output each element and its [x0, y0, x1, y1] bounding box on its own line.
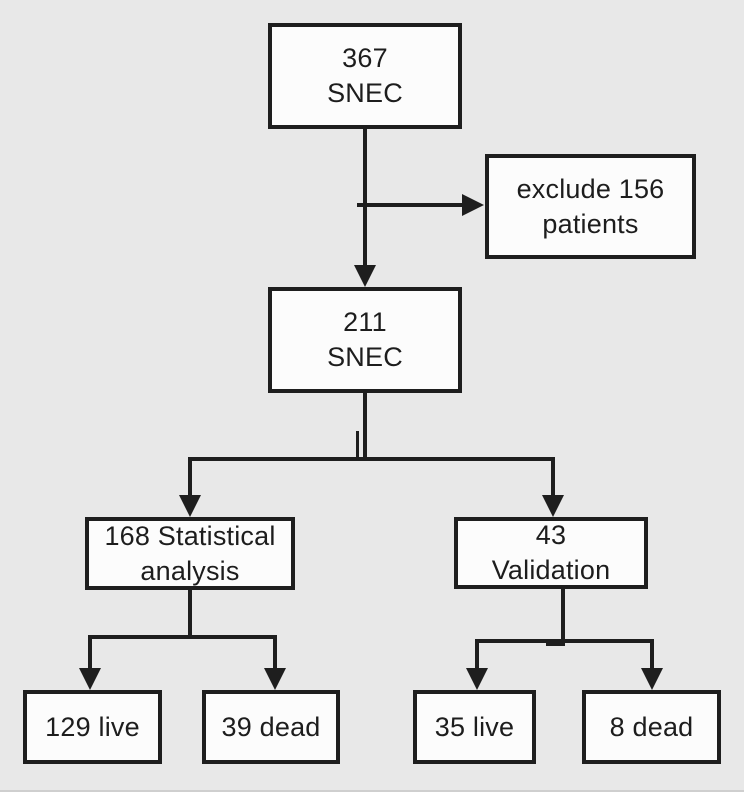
- arrowhead-down-statistical-dead: [264, 668, 286, 690]
- arrowhead-down-validation-dead: [641, 668, 663, 690]
- connector-drop-statistical-dead: [273, 635, 277, 668]
- node-statistical-line1: 168 Statistical: [104, 520, 276, 551]
- connector-statistical-stem: [188, 590, 192, 639]
- node-total-snec-count: 367: [342, 43, 388, 73]
- node-included-snec-label: SNEC: [327, 342, 403, 372]
- node-statistical-dead-label: 39 dead: [221, 711, 321, 742]
- node-validation-live: 35 live: [413, 690, 536, 764]
- node-statistical-live-label: 129 live: [45, 711, 140, 742]
- connector-split-validation: [475, 639, 654, 643]
- node-validation: 43 Validation: [454, 517, 648, 589]
- connector-split-statistical: [88, 635, 277, 639]
- connector-branch-exclude: [357, 203, 462, 207]
- node-validation-dead-label: 8 dead: [609, 711, 694, 742]
- node-total-snec: 367 SNEC: [268, 23, 462, 129]
- connector-included-stem: [363, 393, 367, 461]
- connector-drop-statistical: [188, 457, 192, 497]
- arrowhead-down-included: [354, 265, 376, 287]
- connector-included-stem-tick: [356, 431, 359, 461]
- arrowhead-down-validation: [542, 495, 564, 517]
- node-statistical-analysis: 168 Statistical analysis: [85, 517, 295, 590]
- arrowhead-down-statistical-live: [79, 668, 101, 690]
- node-excluded-line1: exclude 156: [516, 173, 665, 204]
- node-excluded-patients: exclude 156 patients: [485, 154, 696, 259]
- connector-validation-tick: [546, 643, 565, 646]
- node-validation-live-label: 35 live: [434, 711, 515, 742]
- node-included-snec: 211 SNEC: [268, 287, 462, 393]
- arrowhead-right-exclude: [462, 194, 484, 216]
- node-included-snec-count: 211: [343, 307, 387, 337]
- node-validation-line1: 43: [535, 520, 567, 550]
- arrowhead-down-statistical: [179, 495, 201, 517]
- node-total-snec-label: SNEC: [327, 78, 403, 108]
- connector-drop-validation-live: [475, 639, 479, 668]
- connector-validation-stem: [561, 589, 565, 643]
- node-validation-dead: 8 dead: [582, 690, 721, 764]
- connector-total-to-included: [363, 129, 367, 265]
- node-validation-line2: Validation: [491, 555, 611, 585]
- node-excluded-line2: patients: [542, 208, 639, 239]
- node-statistical-line2: analysis: [140, 555, 240, 586]
- connector-split-level1: [188, 457, 555, 461]
- arrowhead-down-validation-live: [466, 668, 488, 690]
- connector-drop-validation: [551, 457, 555, 497]
- connector-drop-statistical-live: [88, 635, 92, 668]
- connector-drop-validation-dead: [650, 639, 654, 668]
- node-statistical-live: 129 live: [23, 690, 162, 764]
- node-statistical-dead: 39 dead: [202, 690, 340, 764]
